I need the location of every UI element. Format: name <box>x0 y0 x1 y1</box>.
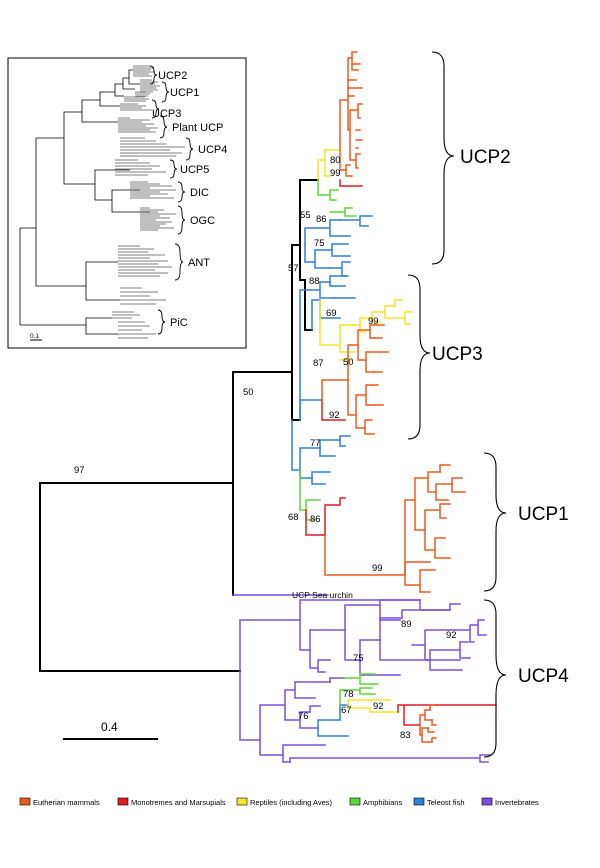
legend-label-eutherian: Eutherian mammals <box>33 798 100 807</box>
sea-urchin-label: UCP Sea urchin <box>292 590 353 600</box>
bootstrap-97: 97 <box>74 465 85 476</box>
inset-tree: UCP2 UCP1 UCP3 Plant UCP UCP4 UCP5 DIC O… <box>7 57 247 349</box>
legend-swatch-monotremes <box>117 797 129 806</box>
legend-label-monotremes: Monotremes and Marsupials <box>131 798 226 807</box>
bootstrap-55: 55 <box>300 210 311 221</box>
brace-ucp1 <box>483 452 507 592</box>
legend-label-reptiles: Reptiles (including Aves) <box>250 798 332 807</box>
ucp2-clade-branches <box>304 51 373 277</box>
bootstrap-50: 50 <box>243 387 254 398</box>
main-tree <box>39 51 497 763</box>
bootstrap-77: 77 <box>310 438 321 449</box>
clade-labels: UCP2 UCP3 UCP1 UCP4 <box>432 147 569 687</box>
scale-bar: 0.4 <box>63 720 158 740</box>
legend-swatch-reptiles <box>236 797 248 806</box>
bootstrap-92-ucp3: 92 <box>329 410 340 421</box>
ucp3-clade-branches <box>299 275 413 435</box>
inset-label-pic: PiC <box>170 317 188 329</box>
inset-label-ucp4: UCP4 <box>198 144 227 156</box>
brace-ucp3 <box>407 274 431 440</box>
inset-label-plant-ucp: Plant UCP <box>172 122 223 134</box>
bootstrap-86-ucp2: 86 <box>316 214 327 225</box>
bootstrap-76: 76 <box>298 711 309 722</box>
bootstrap-75-ucp4: 75 <box>353 653 364 664</box>
bootstrap-57: 57 <box>288 263 299 274</box>
bootstrap-69: 69 <box>326 308 337 319</box>
bootstrap-50-ucp3: 50 <box>343 357 354 368</box>
inset-scale-label: 0.1 <box>30 333 39 340</box>
bootstrap-99-ucp1: 99 <box>372 563 383 574</box>
inset-labels: UCP2 UCP1 UCP3 Plant UCP UCP4 UCP5 DIC O… <box>152 70 227 329</box>
bootstrap-67: 67 <box>341 705 352 716</box>
inset-label-ucp3: UCP3 <box>152 108 181 120</box>
legend-label-amphibians: Amphibians <box>363 798 402 807</box>
legend: Eutherian mammals Monotremes and Marsupi… <box>19 797 539 807</box>
bootstrap-83: 83 <box>400 730 411 741</box>
clade-label-ucp4: UCP4 <box>518 666 569 687</box>
inset-label-ucp1: UCP1 <box>170 87 199 99</box>
ucp1-clade-branches <box>291 419 466 593</box>
scale-bar-label: 0.4 <box>101 720 118 734</box>
bootstrap-89: 89 <box>401 619 412 630</box>
inset-frame <box>7 57 247 349</box>
clade-label-ucp1: UCP1 <box>518 504 569 525</box>
legend-swatch-amphibians <box>349 797 361 806</box>
bootstrap-99-ucp3: 99 <box>368 316 379 327</box>
legend-swatch-teleost <box>413 797 425 806</box>
inset-label-ucp2: UCP2 <box>158 70 187 82</box>
backbone-branches <box>39 179 319 672</box>
bootstrap-88: 88 <box>309 276 320 287</box>
inset-label-ucp5: UCP5 <box>180 164 209 176</box>
ucp4-clade-branches <box>232 594 491 763</box>
bootstrap-78: 78 <box>343 689 354 700</box>
ucp4-vertebrate-branches <box>317 673 497 743</box>
bootstrap-92-vertebrate: 92 <box>373 701 384 712</box>
inset-label-ogc: OGC <box>190 215 215 227</box>
inset-tree-branches <box>19 69 150 335</box>
legend-label-invertebrates: Invertebrates <box>495 798 539 807</box>
inset-label-dic: DIC <box>190 187 209 199</box>
bootstrap-87: 87 <box>313 358 324 369</box>
clade-label-ucp3: UCP3 <box>432 344 483 365</box>
inset-leaf-fans <box>112 65 185 339</box>
clade-label-ucp2: UCP2 <box>460 147 511 168</box>
bootstrap-80: 80 <box>330 155 341 166</box>
inset-braces <box>149 65 194 335</box>
inset-label-ant: ANT <box>188 257 210 269</box>
bootstrap-68: 68 <box>288 512 299 523</box>
bootstrap-99-ucp2: 99 <box>330 168 341 179</box>
bootstrap-86-ucp1: 86 <box>310 514 321 525</box>
clade-braces <box>407 51 507 758</box>
legend-swatch-eutherian <box>19 797 31 806</box>
brace-ucp4 <box>483 599 507 758</box>
legend-swatch-invertebrates <box>481 797 493 806</box>
brace-ucp2 <box>431 51 455 265</box>
bootstrap-92-ucp4: 92 <box>446 630 457 641</box>
bootstrap-values: 80 99 55 86 75 57 88 69 99 50 87 50 92 9… <box>74 155 457 741</box>
legend-label-teleost: Teleost fish <box>427 798 465 807</box>
bootstrap-75-ucp2: 75 <box>314 238 325 249</box>
